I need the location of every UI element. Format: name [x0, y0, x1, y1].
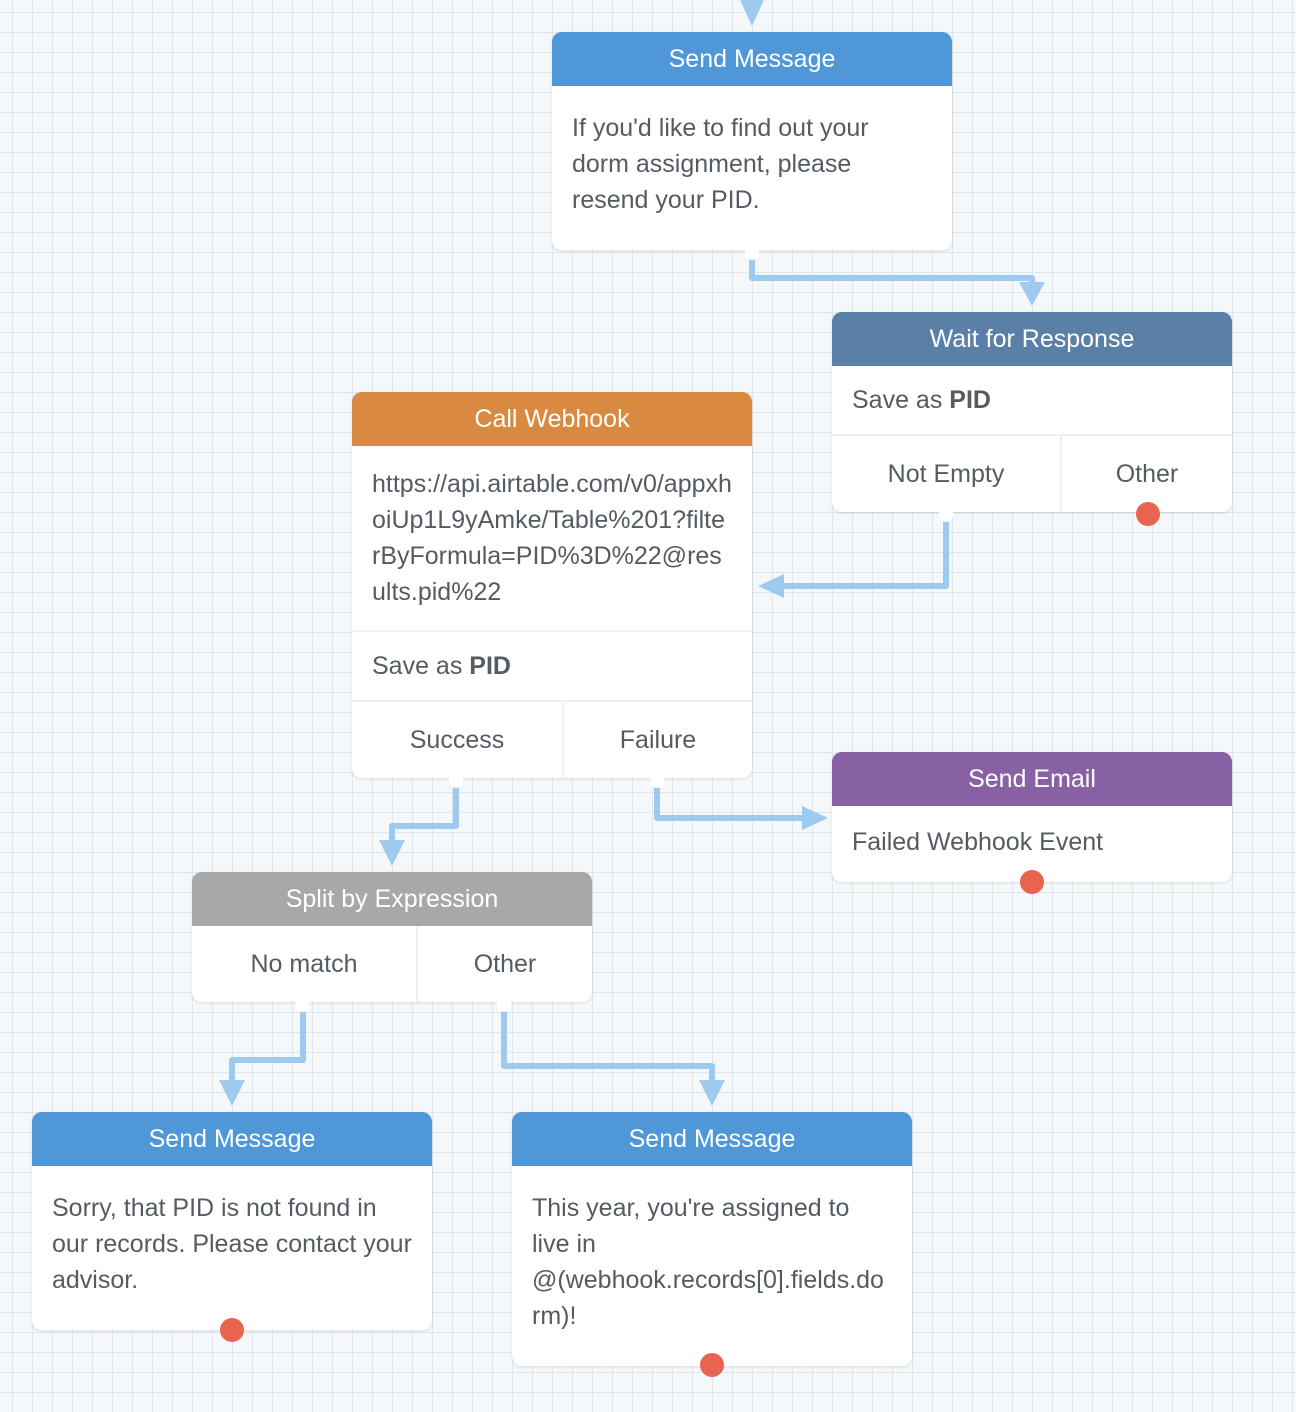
send-message-node-not-found[interactable]: Send Message Sorry, that PID is not foun… — [32, 1112, 432, 1330]
exit-failure[interactable]: Failure — [562, 702, 752, 778]
arrow-to-email — [802, 806, 828, 830]
exit-connector-not-empty[interactable] — [939, 512, 953, 522]
node-header[interactable]: Split by Expression — [192, 872, 592, 926]
save-as-label: Save as — [372, 652, 463, 680]
exit-connector-failure[interactable] — [650, 778, 664, 788]
wait-for-response-node[interactable]: Wait for Response Save as PID Not Empty … — [832, 312, 1232, 512]
unconnected-exit-dot[interactable] — [700, 1353, 724, 1377]
node-header[interactable]: Send Message — [552, 32, 952, 86]
exit-connector-no-match[interactable] — [296, 1002, 310, 1012]
save-as-variable: PID — [949, 386, 991, 414]
wire-failure-to-email — [654, 782, 806, 821]
arrow-incoming-top — [740, 0, 764, 26]
node-header[interactable]: Send Message — [512, 1112, 912, 1166]
wire-success-to-split — [389, 782, 459, 852]
exit-categories: Success Failure — [352, 700, 752, 778]
arrow-to-split — [379, 840, 405, 866]
send-email-node[interactable]: Send Email Failed Webhook Event — [832, 752, 1232, 882]
split-by-expression-node[interactable]: Split by Expression No match Other — [192, 872, 592, 1002]
node-header[interactable]: Call Webhook — [352, 392, 752, 446]
wire-notempty-to-webhook — [782, 516, 949, 589]
send-message-node-top[interactable]: Send Message If you'd like to find out y… — [552, 32, 952, 250]
save-as-row[interactable]: Save as PID — [352, 630, 752, 700]
unconnected-exit-dot[interactable] — [1136, 502, 1160, 526]
call-webhook-node[interactable]: Call Webhook https://api.airtable.com/v0… — [352, 392, 752, 778]
node-header[interactable]: Send Message — [32, 1112, 432, 1166]
exit-other[interactable]: Other — [1060, 436, 1232, 512]
arrow-to-assigned — [699, 1080, 725, 1106]
unconnected-exit-dot[interactable] — [220, 1318, 244, 1342]
message-text[interactable]: This year, you're assigned to live in @(… — [532, 1194, 884, 1330]
save-as-label: Save as — [852, 386, 943, 414]
unconnected-exit-dot[interactable] — [1020, 870, 1044, 894]
arrow-to-notfound — [219, 1080, 245, 1106]
exit-categories: Not Empty Other — [832, 434, 1232, 512]
wire-message-to-wait — [749, 252, 1035, 292]
message-text[interactable]: If you'd like to find out your dorm assi… — [572, 114, 869, 214]
exit-connector[interactable] — [745, 250, 759, 260]
email-subject[interactable]: Failed Webhook Event — [852, 828, 1104, 856]
save-as-variable: PID — [469, 652, 511, 680]
exit-connector-other[interactable] — [497, 1002, 511, 1012]
exit-connector-success[interactable] — [449, 778, 463, 788]
wire-nomatch-to-notfound — [229, 1006, 306, 1092]
exit-success[interactable]: Success — [409, 726, 505, 754]
send-message-node-assigned[interactable]: Send Message This year, you're assigned … — [512, 1112, 912, 1366]
exit-not-empty[interactable]: Not Empty — [887, 460, 1005, 488]
arrow-to-webhook — [758, 574, 784, 598]
webhook-url[interactable]: https://api.airtable.com/v0/appxhoiUp1L9… — [372, 470, 732, 606]
exit-other[interactable]: Other — [416, 926, 592, 1002]
arrow-to-wait — [1019, 282, 1045, 306]
save-as-row[interactable]: Save as PID — [832, 366, 1232, 434]
exit-categories: No match Other — [192, 926, 592, 1002]
node-header[interactable]: Send Email — [832, 752, 1232, 806]
exit-no-match[interactable]: No match — [250, 950, 358, 978]
wire-other-to-assigned — [501, 1006, 715, 1092]
node-header[interactable]: Wait for Response — [832, 312, 1232, 366]
message-text[interactable]: Sorry, that PID is not found in our reco… — [52, 1194, 412, 1294]
